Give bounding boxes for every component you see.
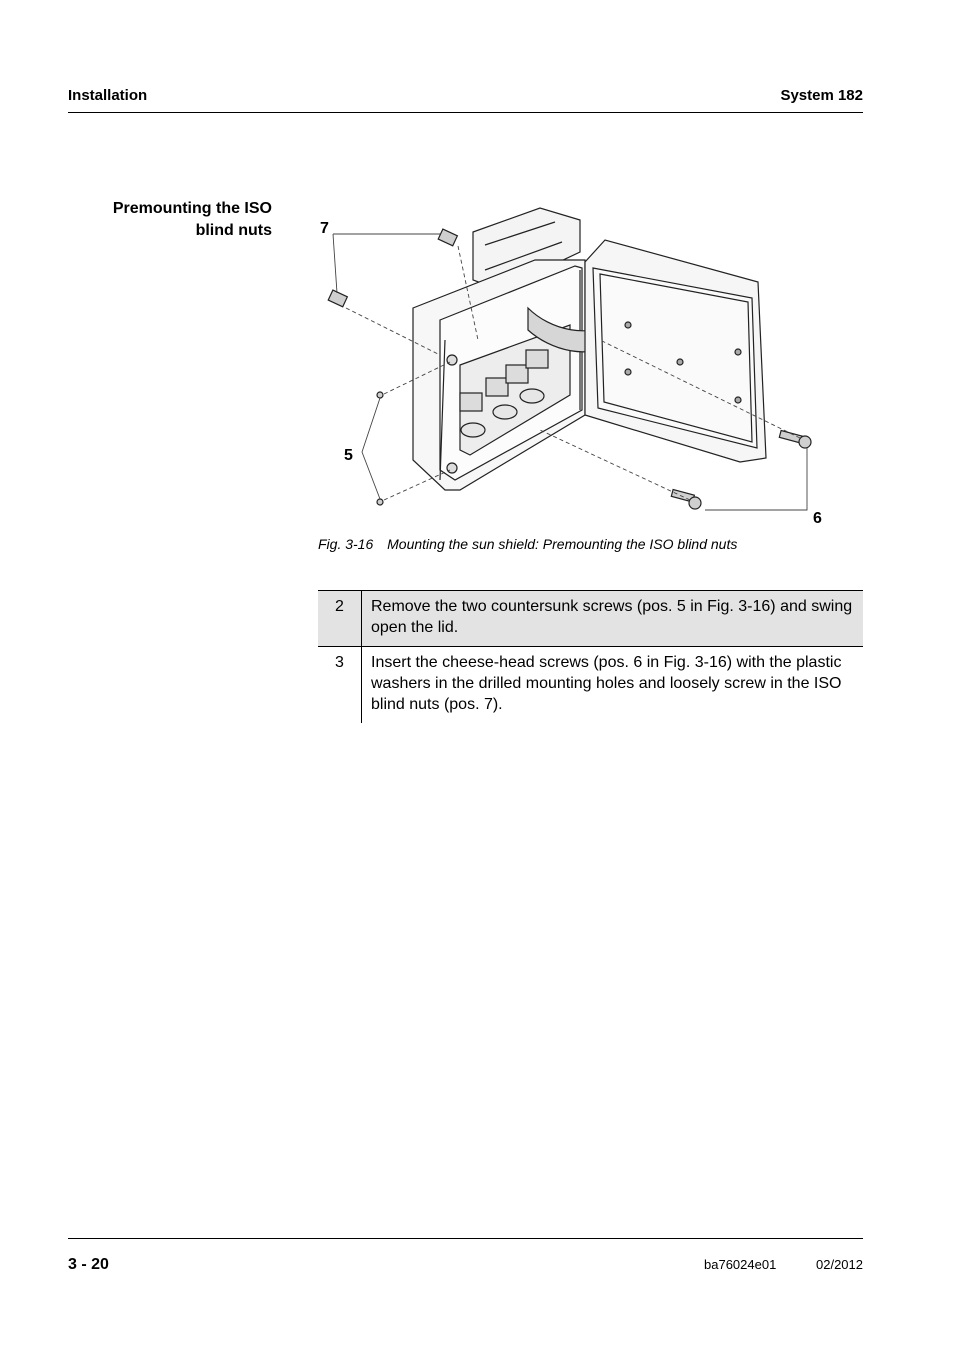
header-rule: [68, 112, 863, 113]
footer-rule: [68, 1238, 863, 1239]
callout-7: 7: [320, 220, 329, 237]
caption-number: Fig. 3-16: [318, 536, 374, 552]
callout-5: 5: [344, 447, 353, 464]
step-row: 2 Remove the two countersunk screws (pos…: [318, 590, 863, 647]
side-heading-line2: blind nuts: [195, 222, 272, 239]
step-text: Remove the two countersunk screws (pos. …: [361, 590, 863, 647]
steps-table: 2 Remove the two countersunk screws (pos…: [318, 590, 863, 723]
document-date: 02/2012: [816, 1257, 863, 1272]
page-number: 3 - 20: [68, 1256, 109, 1273]
mounting-illustration: 7 5 6: [320, 207, 822, 527]
callout-6: 6: [813, 510, 822, 527]
header-product: System 182: [780, 87, 863, 104]
figure-caption: Fig. 3-16 Mounting the sun shield: Premo…: [318, 536, 737, 552]
step-number: 2: [318, 590, 362, 647]
step-number: 3: [318, 646, 362, 723]
step-text: Insert the cheese-head screws (pos. 6 in…: [361, 646, 863, 723]
document-id: ba76024e01: [704, 1257, 777, 1272]
caption-text: Mounting the sun shield: Premounting the…: [387, 536, 738, 552]
step-row: 3 Insert the cheese-head screws (pos. 6 …: [318, 646, 863, 723]
header-section: Installation: [68, 87, 148, 104]
side-heading-line1: Premounting the ISO: [112, 200, 272, 217]
side-heading: Premounting the ISO blind nuts: [68, 198, 272, 242]
